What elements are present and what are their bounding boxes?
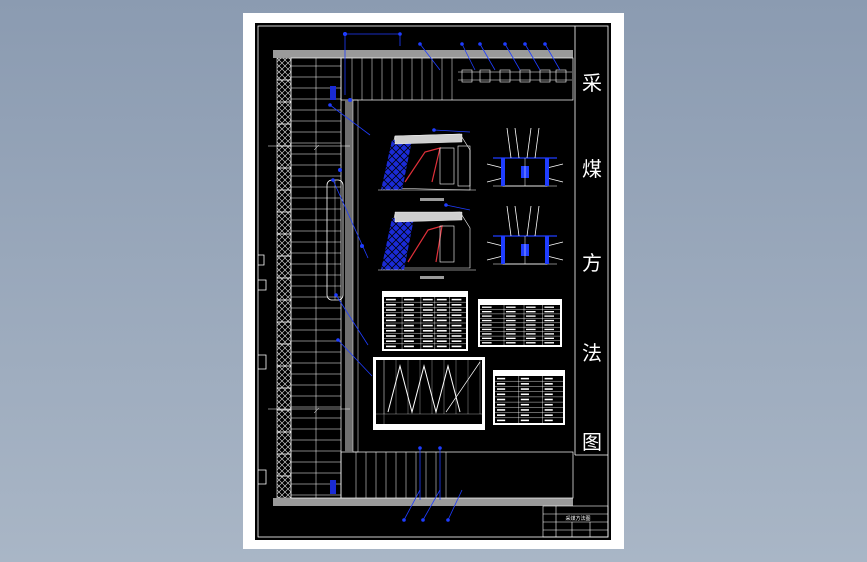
title-char-2: 煤	[582, 157, 602, 181]
svg-text:⟋: ⟋	[314, 407, 319, 415]
drawing-area	[255, 23, 611, 540]
title-char-1: 采	[582, 71, 602, 95]
roadway-section-lower	[486, 205, 564, 265]
face-section-upper	[378, 133, 476, 201]
gob-blocks	[276, 57, 292, 499]
cycle-operation-chart	[373, 357, 485, 430]
face-section-lower	[378, 211, 476, 279]
title-char-5: 图	[582, 430, 602, 454]
outer-frame	[257, 25, 609, 538]
title-char-3: 方	[582, 251, 602, 275]
roadway-section-upper	[486, 127, 564, 187]
title-column: 采 煤 方 法 图	[582, 71, 602, 454]
leader-annotations	[328, 32, 561, 522]
data-tables	[382, 291, 565, 425]
svg-text:⟋: ⟋	[314, 144, 319, 152]
title-char-4: 法	[582, 341, 602, 365]
title-block-name: 采煤方法图	[565, 515, 590, 522]
title-block: 采煤方法图	[542, 505, 609, 538]
working-face-plan: ⟋ ⟋	[258, 50, 574, 506]
